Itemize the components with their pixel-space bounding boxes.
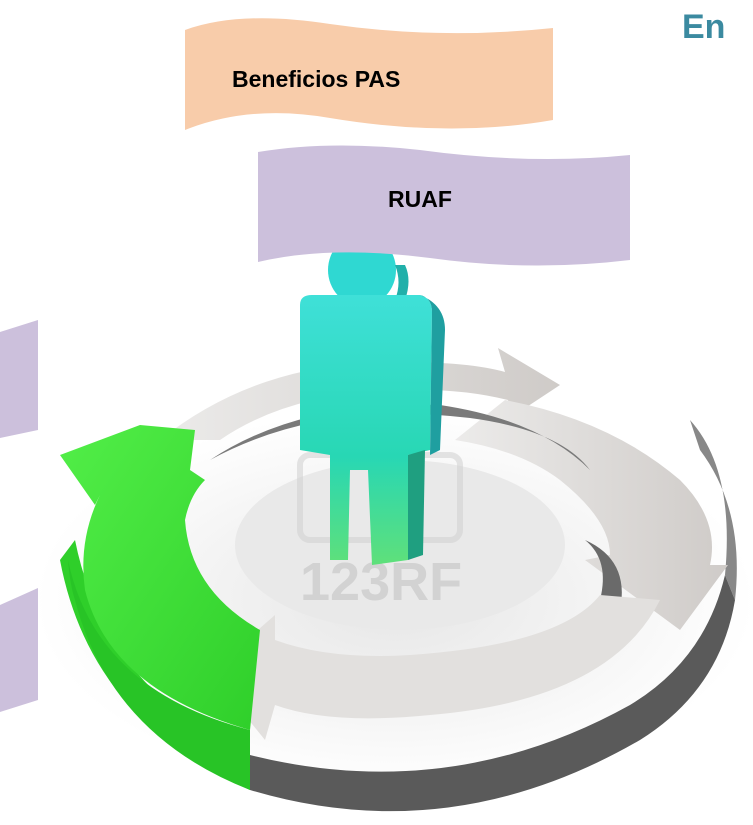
cycle-arrow-back [160, 348, 560, 440]
cycle-arrow-right [455, 400, 728, 630]
cycle-arrow-bottom [210, 595, 660, 740]
cycle-arrow-active [60, 425, 260, 730]
slide-heading: En [682, 8, 726, 46]
banner-beneficios-pas: Beneficios PAS [232, 66, 401, 92]
side-tab-bottom [0, 588, 38, 712]
side-tab-top [0, 320, 38, 438]
banner-ruaf-shape [258, 145, 630, 266]
banner-beneficios-shape [185, 18, 553, 131]
banner-ruaf: RUAF [388, 186, 452, 212]
